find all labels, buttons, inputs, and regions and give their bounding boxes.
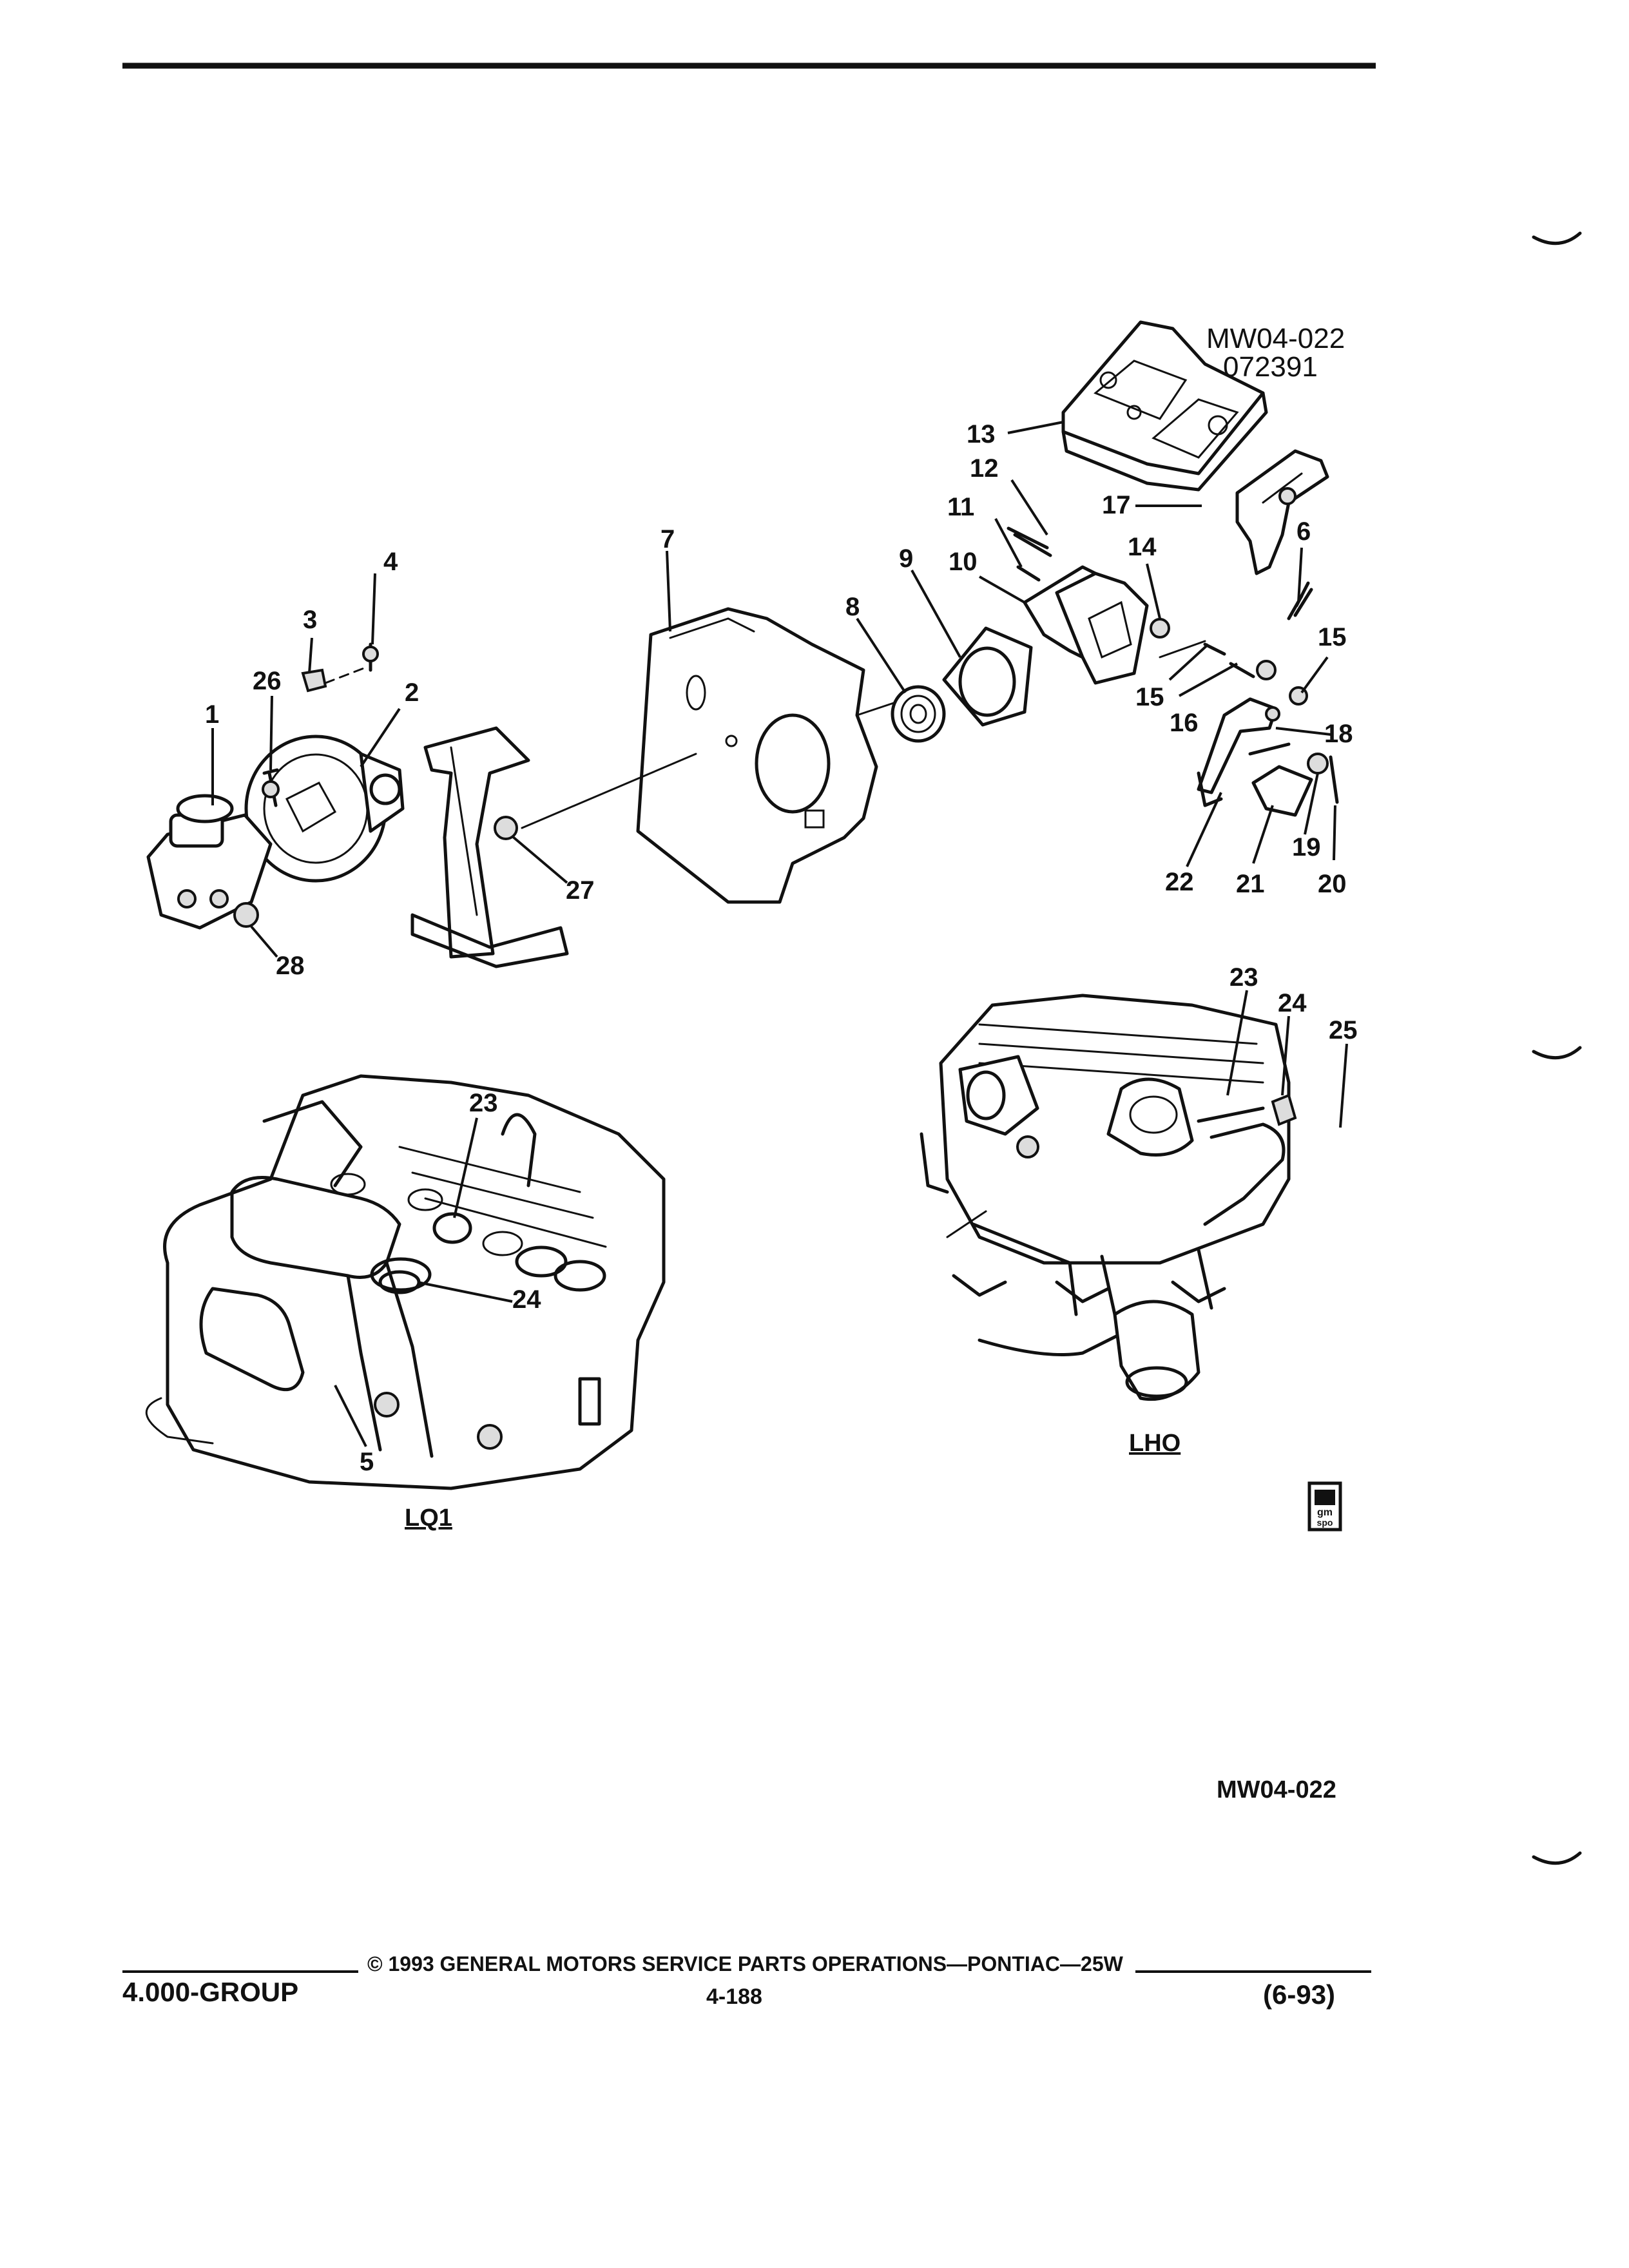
svg-text:spo: spo [1317, 1517, 1333, 1528]
callout-24-lho: 24 [1278, 989, 1307, 1017]
callout-2: 2 [405, 678, 419, 707]
footer-revision: (6-93) [1263, 1979, 1336, 2010]
callout-6: 6 [1296, 517, 1311, 546]
callout-4: 4 [383, 548, 398, 576]
callout-19: 19 [1292, 833, 1321, 861]
linkage-parts [1197, 642, 1339, 817]
footer-copyright: © 1993 GENERAL MOTORS SERVICE PARTS OPER… [367, 1952, 1123, 1975]
callout-25: 25 [1329, 1016, 1358, 1044]
svg-text:gm: gm [1317, 1507, 1333, 1518]
part-3-clip [301, 668, 327, 693]
lho-leader-25 [1339, 1043, 1348, 1128]
callout-5: 5 [360, 1448, 374, 1476]
lq1-leader-24 [417, 1281, 513, 1303]
part-14-nut [1150, 618, 1170, 639]
callout-18: 18 [1324, 720, 1353, 748]
callout-22: 22 [1165, 868, 1194, 896]
callout-21: 21 [1236, 870, 1265, 898]
part-7-stud-line [521, 753, 697, 829]
inset-label-lho: LHO [1129, 1430, 1181, 1457]
callout-16: 16 [1170, 709, 1199, 737]
part-1-master-cylinder [146, 794, 273, 930]
pedal-bracket [410, 726, 569, 968]
footer-group: 4.000-GROUP [122, 1977, 299, 2007]
lho-leader-24 [1281, 1015, 1290, 1096]
callout-8: 8 [845, 593, 860, 621]
inset-label-lq1: LQ1 [405, 1504, 452, 1532]
footer-page-number: 4-188 [706, 1984, 762, 2009]
callout-27: 27 [566, 876, 595, 905]
callout-15b: 15 [1318, 623, 1347, 651]
lq1-leader-5 [334, 1385, 367, 1447]
part-4-screw-head [362, 646, 379, 662]
figure-date-code: 072391 [1223, 351, 1318, 383]
callout-28: 28 [276, 952, 305, 980]
lq1-leader-23 [453, 1117, 478, 1218]
callout-24-lq1: 24 [512, 1285, 541, 1314]
inset-lq1 [145, 1074, 666, 1490]
part-2-booster [244, 735, 405, 883]
part-7-dash-panel [636, 607, 878, 904]
callout-17: 17 [1102, 491, 1131, 519]
margin-mark [1532, 231, 1582, 245]
part-12-11-pins [1007, 526, 1052, 582]
margin-mark [1532, 1046, 1582, 1060]
callout-7: 7 [660, 525, 675, 553]
callout-23-lho: 23 [1229, 963, 1258, 992]
part-27-nut [494, 816, 518, 840]
dashed-leader [324, 666, 369, 684]
part-26-stud-head [262, 780, 280, 798]
callout-23-lq1: 23 [469, 1089, 498, 1117]
callout-14: 14 [1128, 533, 1157, 561]
bottom-figure-code: MW04-022 [1217, 1776, 1336, 1803]
alignment-line [1159, 640, 1206, 658]
part-8-bellows [891, 685, 946, 743]
lho-leader-23 [1226, 990, 1248, 1096]
figure-ref-code: MW04-022 [1206, 323, 1345, 354]
part-9-flange [942, 626, 1033, 727]
part-10-housing [1023, 565, 1149, 685]
callout-3: 3 [303, 606, 317, 634]
part-13-housing [1061, 320, 1268, 492]
gmspo-badge: gm spo [1307, 1481, 1342, 1532]
callout-labels: 1 2 3 4 6 7 8 9 10 11 12 13 14 15 15 16 … [205, 420, 1353, 980]
callout-10: 10 [949, 548, 978, 576]
part-28-nut [233, 902, 259, 928]
inset-lho [920, 994, 1297, 1401]
callout-leaders [211, 421, 1336, 958]
callout-15a: 15 [1135, 683, 1164, 711]
callout-12: 12 [970, 454, 999, 483]
margin-mark [1532, 1851, 1582, 1865]
callout-26: 26 [253, 667, 282, 695]
callout-9: 9 [899, 544, 913, 573]
part-17-lever [1235, 449, 1329, 575]
callout-20: 20 [1318, 870, 1347, 898]
part-8-align-line [856, 701, 897, 716]
callout-11: 11 [947, 493, 974, 521]
callout-1: 1 [205, 700, 219, 729]
callout-13: 13 [967, 420, 996, 448]
